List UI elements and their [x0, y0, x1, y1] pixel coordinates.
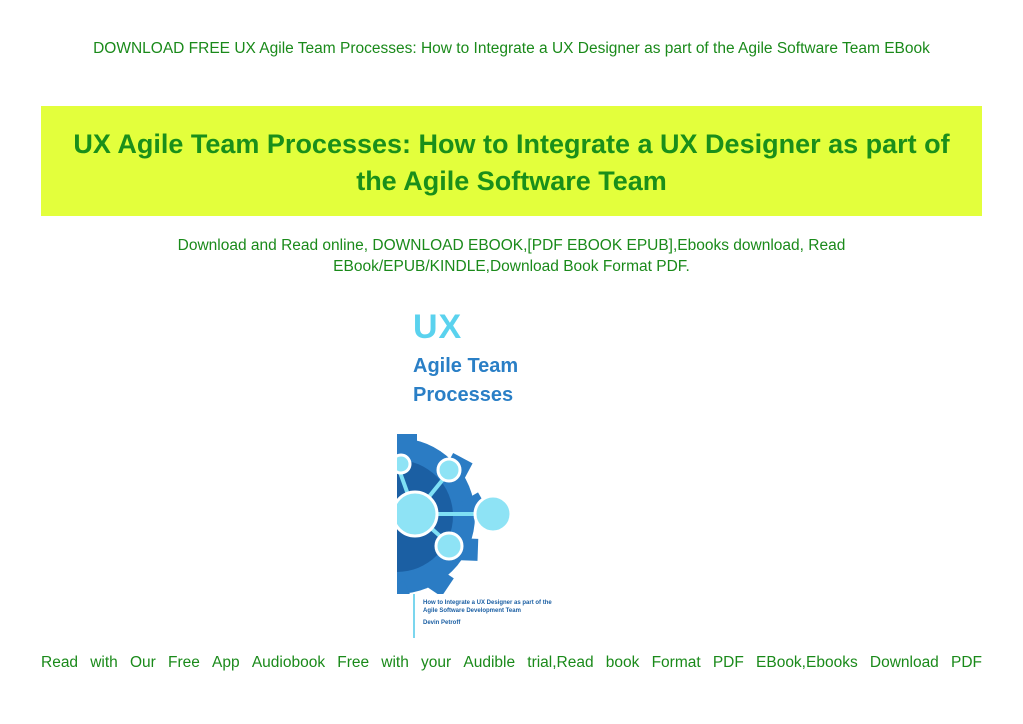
cover-divider	[413, 594, 415, 638]
cover-ux-label: UX	[413, 308, 463, 346]
footer-word: Audiobook	[251, 654, 326, 671]
cover-title-line-1: Agile Team	[413, 355, 519, 377]
footer-word: your	[421, 654, 452, 671]
cover-subtitle: How to Integrate a UX Designer as part o…	[423, 599, 552, 615]
footer-word: with	[90, 654, 118, 671]
footer-word: Download	[869, 654, 939, 671]
header-text: DOWNLOAD FREE UX Agile Team Processes: H…	[93, 40, 930, 57]
footer-word: Audible	[463, 654, 516, 671]
cover-subtitle-line-1: How to Integrate a UX Designer as part o…	[423, 600, 552, 606]
gear-network-icon	[397, 434, 513, 594]
intro-line-2: EBook/EPUB/KINDLE,Download Book Format P…	[333, 258, 690, 275]
cover-title-line-2: Processes	[413, 384, 514, 406]
footer-word: App	[212, 654, 240, 671]
footer-word: Free	[337, 654, 370, 671]
page-title: UX Agile Team Processes: How to Integrat…	[73, 129, 950, 196]
footer-word: Free	[168, 654, 200, 671]
footer-word: Format	[651, 654, 701, 671]
book-cover[interactable]: UX Agile Team Processes How	[397, 296, 587, 642]
footer-word: Read	[41, 654, 79, 671]
cover-title: Agile Team Processes	[413, 352, 518, 410]
footer-text: Read with Our Free App Audiobook Free with your A…	[41, 654, 982, 672]
cover-author: Devin Petroff	[423, 620, 461, 626]
footer-word: with	[381, 654, 409, 671]
title-banner: UX Agile Team Processes: How to Integrat…	[41, 106, 982, 216]
footer-word: EBook,Ebooks	[756, 654, 858, 671]
cover-subtitle-line-2: Agile Software Development Team	[423, 608, 521, 614]
footer-word: book	[605, 654, 640, 671]
intro-line-1: Download and Read online, DOWNLOAD EBOOK…	[177, 237, 846, 254]
intro-text: Download and Read online, DOWNLOAD EBOOK…	[0, 235, 1023, 277]
footer-word: Our	[129, 654, 156, 671]
footer-word: PDF	[712, 654, 744, 671]
footer-word: trial,Read	[527, 654, 594, 671]
footer-word: PDF	[950, 654, 982, 671]
